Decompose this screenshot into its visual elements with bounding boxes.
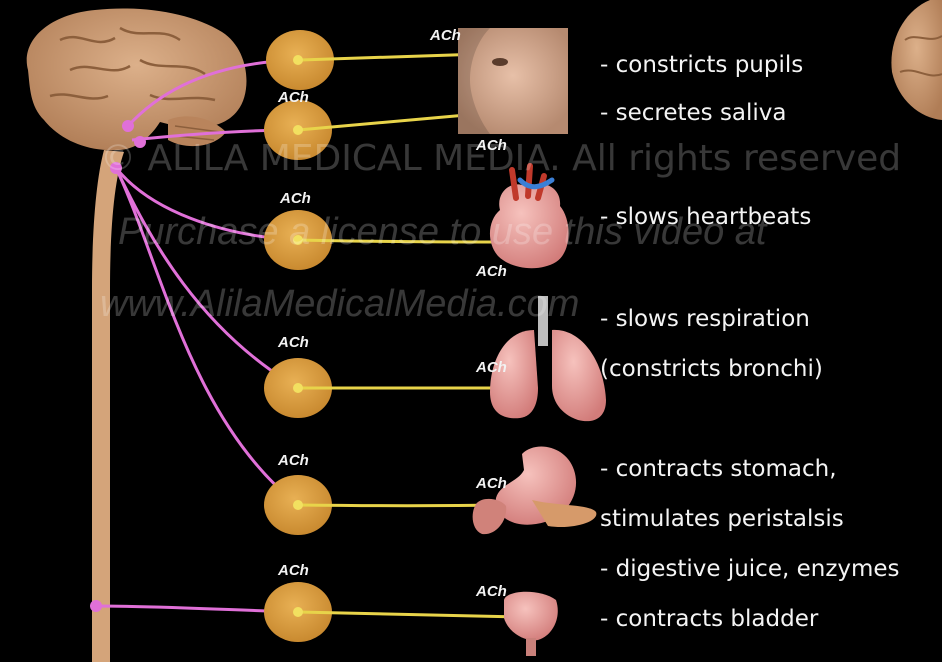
brain-illustration-right-partial xyxy=(891,0,942,120)
ach-label: ACh xyxy=(277,452,309,469)
effect-digestive-juice: - digestive juice, enzymes xyxy=(600,556,900,582)
watermark: © ALILA MEDICAL MEDIA. All rights reserv… xyxy=(100,138,901,325)
ach-label: ACh xyxy=(277,334,309,351)
ach-label: ACh xyxy=(277,89,309,106)
effect-constricts-pupils: - constricts pupils xyxy=(600,52,803,78)
brain-illustration xyxy=(27,8,247,150)
effect-secretes-saliva: - secretes saliva xyxy=(600,100,787,126)
effect-contracts-stomach: - contracts stomach, xyxy=(600,456,837,482)
ach-label: ACh xyxy=(279,190,311,207)
watermark-license: Purchase a license to use this video at xyxy=(118,211,768,253)
ach-label: ACh xyxy=(475,359,507,376)
bladder-illustration xyxy=(504,592,558,656)
effect-contracts-bladder: - contracts bladder xyxy=(600,606,819,632)
ach-label: ACh xyxy=(277,562,309,579)
effect-slows-respiration: - slows respiration xyxy=(600,306,810,332)
ach-label: ACh xyxy=(475,583,507,600)
effect-stimulates-peristalsis: stimulates peristalsis xyxy=(600,506,844,532)
face-illustration xyxy=(458,28,568,134)
ach-label: ACh xyxy=(475,263,507,280)
watermark-url: www.AlilaMedicalMedia.com xyxy=(100,283,579,325)
watermark-copyright: © ALILA MEDICAL MEDIA. All rights reserv… xyxy=(100,138,901,179)
ach-label: ACh xyxy=(429,27,461,44)
effect-constricts-bronchi: (constricts bronchi) xyxy=(600,356,823,382)
ach-label: ACh xyxy=(475,475,507,492)
